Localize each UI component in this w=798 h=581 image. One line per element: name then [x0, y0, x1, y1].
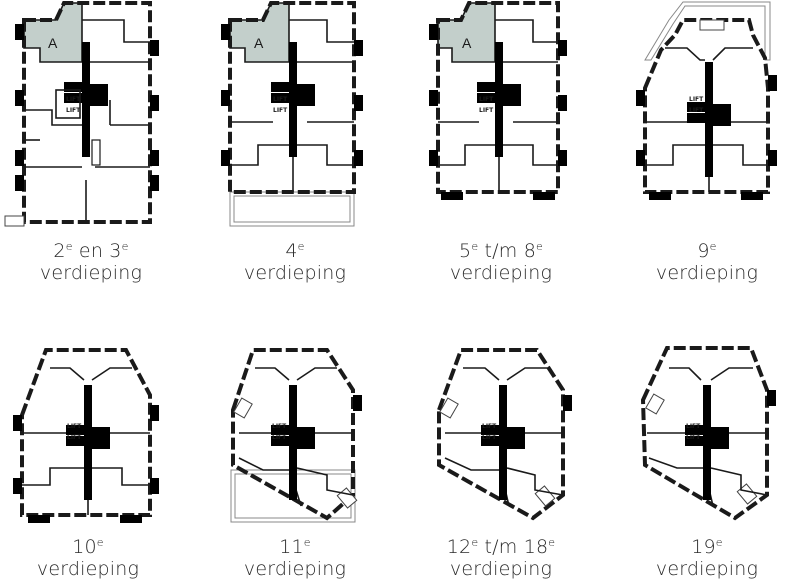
floorplan-11e: LIFT LIFT — [230, 348, 362, 523]
ordinal-suffix: e — [96, 536, 104, 549]
lift-label: LIFT — [272, 434, 287, 441]
lift-label: LIFT — [66, 107, 81, 114]
ordinal-suffix: e — [121, 240, 129, 253]
floor-word: verdieping — [449, 558, 553, 580]
floorplan-5e-8e: LIFT LIFT A — [429, 0, 567, 200]
lift-label: LIFT — [272, 423, 287, 430]
floor-word: verdieping — [655, 558, 759, 580]
floor-word: verdieping — [655, 262, 759, 284]
floor-caption-9e: 9e verdieping — [617, 240, 797, 284]
ordinal-suffix: e — [548, 536, 556, 549]
ordinal-suffix: e — [715, 536, 723, 549]
lift-label: LIFT — [689, 107, 704, 114]
floor-word: verdieping — [39, 262, 143, 284]
ordinal-suffix: e — [471, 536, 479, 549]
floor-caption-2e-3e: 2e en 3e verdieping — [1, 240, 181, 284]
floor-caption-10e: 10e verdieping — [0, 536, 178, 580]
floor-range: en 3 — [72, 240, 122, 262]
floor-number: 2 — [53, 240, 66, 262]
lift-label: LIFT — [482, 434, 497, 441]
floorplan-4e: LIFT LIFT A — [221, 0, 363, 227]
floorplan-19e: LIFT LIFT — [640, 346, 776, 521]
lift-label: LIFT — [67, 423, 82, 430]
floor-range: t/m 18 — [478, 536, 549, 558]
ordinal-suffix: e — [709, 240, 717, 253]
ordinal-suffix: e — [297, 240, 305, 253]
floorplan-9e: LIFT LIFT — [636, 1, 777, 200]
lift-label: LIFT — [686, 423, 701, 430]
lift-label: LIFT — [273, 96, 288, 103]
ordinal-suffix: e — [471, 240, 479, 253]
unit-a-label: A — [254, 35, 264, 51]
floor-word: verdieping — [243, 262, 347, 284]
floor-caption-5e-8e: 5e t/m 8e verdieping — [411, 240, 591, 284]
lift-label: LIFT — [273, 107, 288, 114]
lift-label: LIFT — [479, 96, 494, 103]
floor-number: 10 — [72, 536, 97, 558]
floor-caption-11e: 11e verdieping — [205, 536, 385, 580]
floor-caption-12e-18e: 12e t/m 18e verdieping — [411, 536, 591, 580]
floor-number: 9 — [697, 240, 710, 262]
lift-label: LIFT — [686, 434, 701, 441]
floor-word: verdieping — [36, 558, 140, 580]
floor-number: 19 — [691, 536, 716, 558]
floor-number: 5 — [459, 240, 472, 262]
lift-label: LIFT — [689, 96, 704, 103]
lift-label: LIFT — [479, 107, 494, 114]
floor-word: verdieping — [449, 262, 553, 284]
floor-range: t/m 8 — [478, 240, 537, 262]
ordinal-suffix: e — [536, 240, 543, 253]
ordinal-suffix: e — [303, 536, 311, 549]
floor-number: 11 — [279, 536, 304, 558]
floor-word: verdieping — [243, 558, 347, 580]
ordinal-suffix: e — [65, 240, 73, 253]
floor-caption-19e: 19e verdieping — [617, 536, 797, 580]
unit-a-label: A — [48, 35, 58, 51]
floorplan-12e-18e: LIFT LIFT — [437, 348, 572, 521]
floor-number: 12 — [446, 536, 472, 558]
lift-label: LIFT — [66, 96, 81, 103]
unit-a-label: A — [462, 35, 472, 51]
lift-label: LIFT — [482, 423, 497, 430]
floor-number: 4 — [285, 240, 298, 262]
lift-label: LIFT — [67, 434, 82, 441]
floorplan-10e: LIFT LIFT — [13, 348, 159, 523]
floorplan-2e-3e: LIFT LIFT A — [4, 0, 159, 227]
floor-caption-4e: 4e verdieping — [205, 240, 385, 284]
